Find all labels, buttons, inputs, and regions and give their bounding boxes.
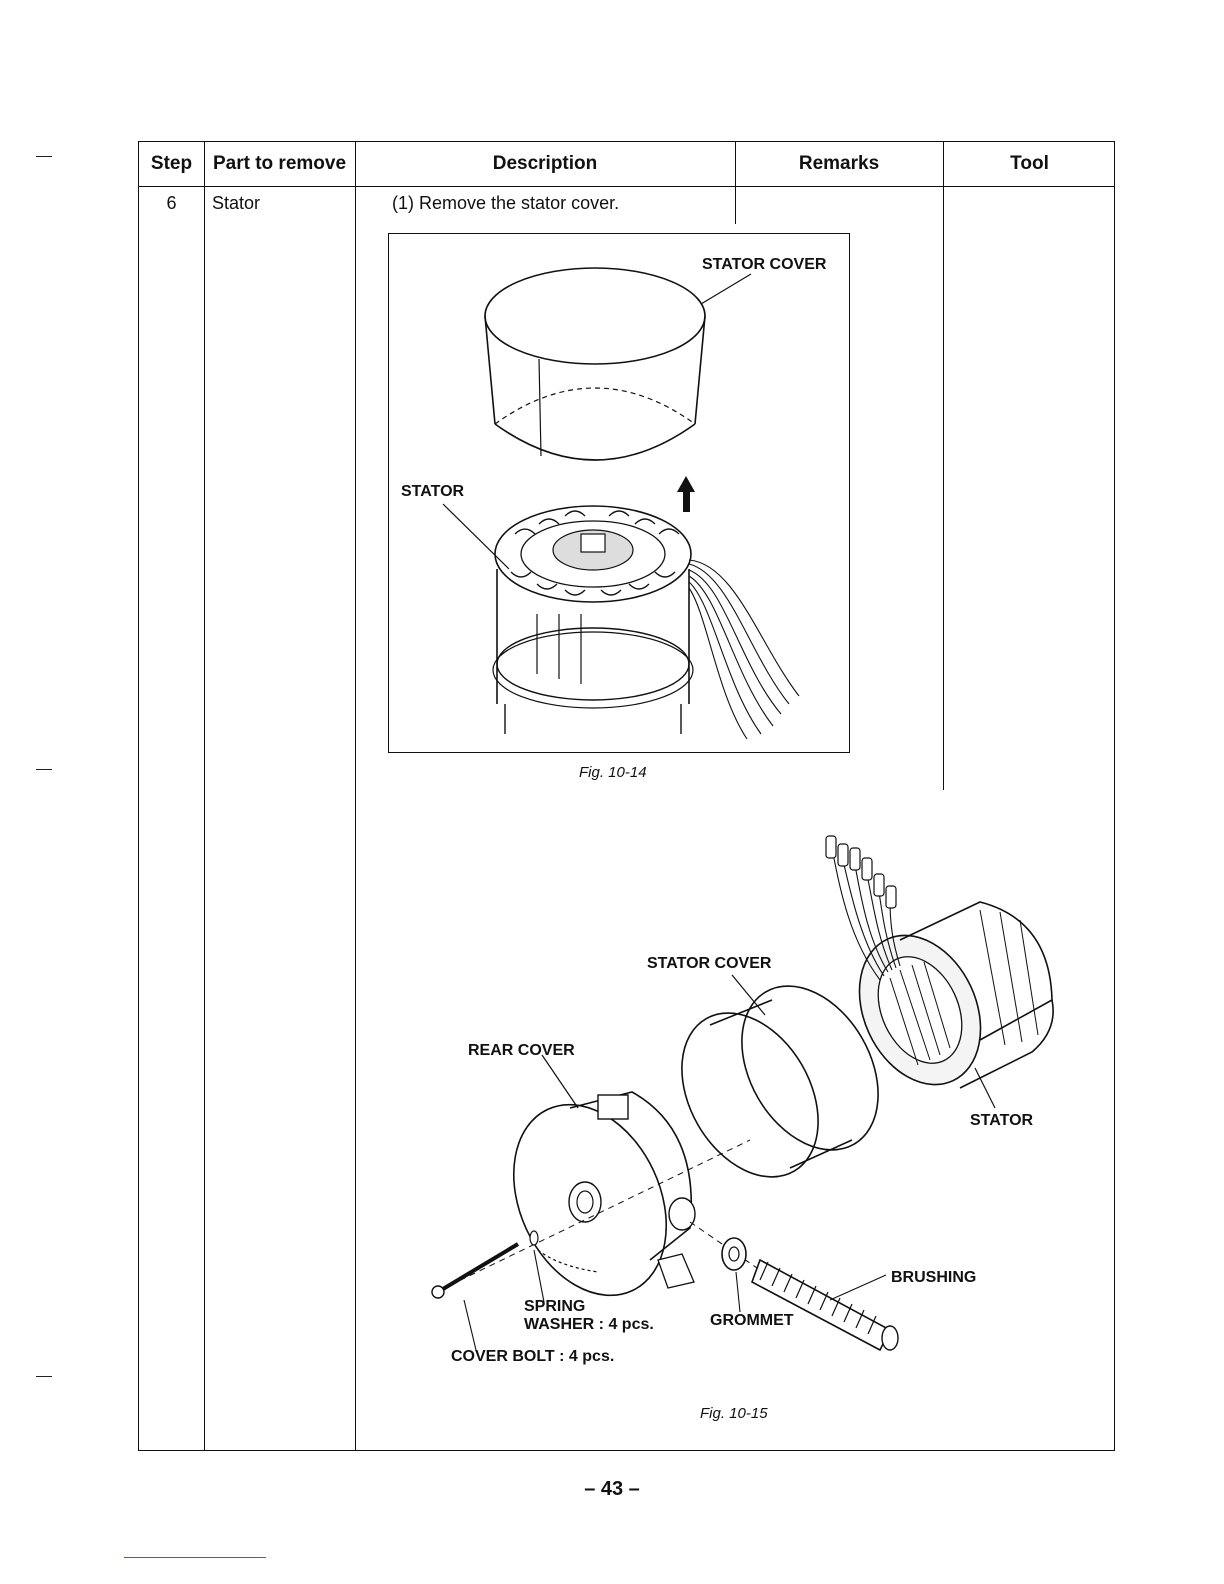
- label-stator-cover: STATOR COVER: [702, 256, 826, 274]
- figure-10-14: STATOR COVER STATOR: [388, 233, 850, 753]
- page-number: – 43 –: [0, 1478, 1224, 1501]
- label-spring-washer-qty: WASHER : 4 pcs.: [524, 1316, 654, 1334]
- label-grommet: GROMMET: [710, 1312, 794, 1330]
- header-description: Description: [355, 142, 735, 186]
- label-cover-bolt: COVER BOLT : 4 pcs.: [451, 1348, 614, 1366]
- figure-caption: Fig. 10-15: [700, 1405, 768, 1422]
- description-text: (1) Remove the stator cover.: [392, 193, 619, 214]
- label-rear-cover: REAR COVER: [468, 1042, 575, 1060]
- step-number: 6: [139, 193, 204, 214]
- column-divider: [204, 142, 205, 1450]
- part-name: Stator: [212, 193, 260, 214]
- column-divider: [355, 142, 356, 1450]
- label-brushing: BRUSHING: [891, 1269, 976, 1287]
- header-tool: Tool: [943, 142, 1116, 186]
- column-divider: [943, 142, 944, 790]
- label-spring-washer: SPRING: [524, 1298, 585, 1316]
- figure-caption: Fig. 10-14: [579, 764, 647, 781]
- footer-line: [124, 1557, 266, 1558]
- header-divider: [139, 186, 1114, 187]
- label-stator: STATOR: [401, 483, 464, 501]
- header-step: Step: [139, 142, 204, 186]
- label-stator: STATOR: [970, 1112, 1033, 1130]
- margin-mark: [36, 1376, 52, 1377]
- header-remarks: Remarks: [735, 142, 943, 186]
- exploded-view-illustration: [420, 830, 1080, 1390]
- margin-mark: [36, 156, 52, 157]
- figure-10-15: STATOR COVER REAR COVER STATOR BRUSHING …: [420, 830, 1080, 1390]
- header-part-to-remove: Part to remove: [204, 142, 355, 186]
- label-stator-cover: STATOR COVER: [647, 955, 771, 973]
- margin-mark: [36, 769, 52, 770]
